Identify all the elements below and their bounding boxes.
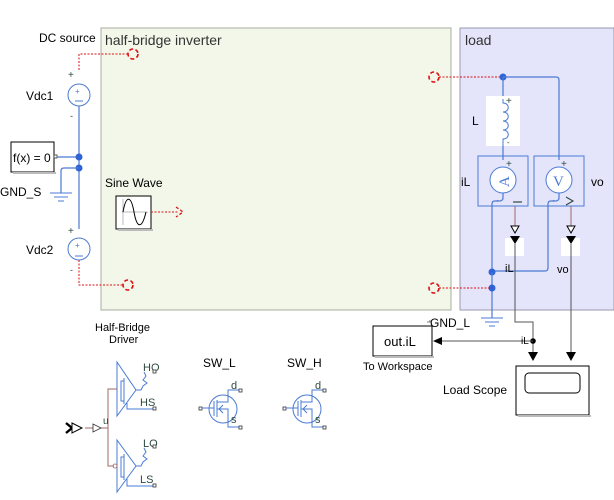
signal-wire-il	[514, 244, 534, 352]
sine-wave-icon	[122, 198, 147, 226]
unconnected-port-icon[interactable]	[127, 48, 139, 60]
to-workspace-label: To Workspace	[363, 361, 433, 373]
unconnected-port-icon[interactable]	[122, 279, 134, 291]
half-bridge-driver-block[interactable]: HO HS LO LS u	[85, 360, 160, 494]
sine-wave-label: Sine Wave	[105, 176, 163, 190]
driver-input-port-u: u	[103, 416, 109, 427]
load-scope-block[interactable]	[515, 365, 591, 417]
driver-port-ho: HO	[143, 362, 160, 374]
vdc2-minus: -	[70, 265, 73, 275]
solver-config-block[interactable]	[10, 141, 55, 173]
svg-text:V: V	[553, 174, 564, 190]
inverter-area[interactable]	[100, 27, 452, 311]
svg-text:+: +	[75, 87, 80, 96]
sine-wave-block[interactable]	[115, 195, 153, 231]
driver-port-ls: LS	[140, 474, 153, 486]
vdc1-minus: -	[70, 111, 73, 121]
ground-icon[interactable]	[481, 317, 503, 327]
current-sensor-plus: +	[506, 159, 512, 170]
load-area-title: load	[465, 32, 491, 48]
solver-label: f(x) = 0	[13, 151, 51, 165]
mosfet-sw-h-block[interactable]: d s	[282, 380, 327, 430]
load-area[interactable]	[459, 27, 614, 311]
unconnected-line-top	[78, 53, 128, 70]
svg-text:': '	[497, 200, 498, 207]
to-workspace-value: out.iL	[384, 334, 416, 349]
to-workspace-block[interactable]: out.iL	[372, 325, 434, 358]
signal-label-vo: vo	[557, 264, 569, 276]
driver-label-1: Half-Bridge	[95, 322, 150, 334]
vdc1-plus: +	[68, 70, 74, 81]
inductor-coil-icon	[502, 99, 509, 146]
mosfet-sw-l-block[interactable]: d s	[198, 380, 243, 430]
current-sensor-label: iL	[461, 175, 471, 189]
voltage-sensor-plus: +	[561, 159, 567, 170]
vdc2-block[interactable]: + + -	[67, 226, 91, 275]
inductor-minus: -	[507, 138, 510, 147]
load-scope-label: Load Scope	[443, 383, 507, 397]
sw-l-drain: d	[231, 380, 237, 392]
driver-port-hs: HS	[140, 397, 155, 409]
svg-text:A: A	[497, 176, 513, 187]
inductor-label: L	[472, 114, 479, 128]
inverter-area-title: half-bridge inverter	[105, 32, 222, 48]
driver-label-2: Driver	[109, 334, 139, 346]
voltage-sensor-label: vo	[591, 175, 604, 189]
voltage-sensor-block[interactable]: + V '	[533, 155, 585, 207]
gnd-s-label: GND_S	[0, 185, 41, 199]
gnd-l-label: GND_L	[430, 316, 470, 330]
sw-l-source: s	[231, 414, 237, 426]
ground-icon[interactable]	[50, 192, 72, 202]
signal-label-il: iL	[505, 263, 514, 275]
svg-text:': '	[553, 200, 554, 207]
unconnected-arrow-icon[interactable]	[175, 206, 185, 218]
unconnected-line-bottom	[78, 260, 123, 286]
inductor-plus: +	[506, 96, 512, 107]
sw-h-source: s	[315, 414, 321, 426]
signal-label-il-branch: iL	[521, 336, 529, 347]
junction-dot	[75, 153, 83, 161]
current-sensor-block[interactable]: + A '	[477, 155, 529, 207]
sw-h-label: SW_H	[287, 356, 322, 370]
input-connection-icon[interactable]	[65, 422, 84, 434]
dc-source-label: DC source	[39, 31, 96, 45]
svg-text:+: +	[75, 241, 80, 250]
vdc2-label: Vdc2	[26, 243, 54, 257]
scope-screen-icon	[524, 372, 581, 394]
sw-h-drain: d	[315, 380, 321, 392]
mosfet-icon	[208, 394, 238, 424]
solver-port	[53, 154, 58, 159]
mosfet-icon	[292, 394, 322, 424]
sw-l-label: SW_L	[203, 356, 236, 370]
vdc2-plus: +	[68, 226, 74, 237]
vdc1-label: Vdc1	[26, 89, 54, 103]
inductor-block[interactable]: + -	[486, 96, 520, 147]
